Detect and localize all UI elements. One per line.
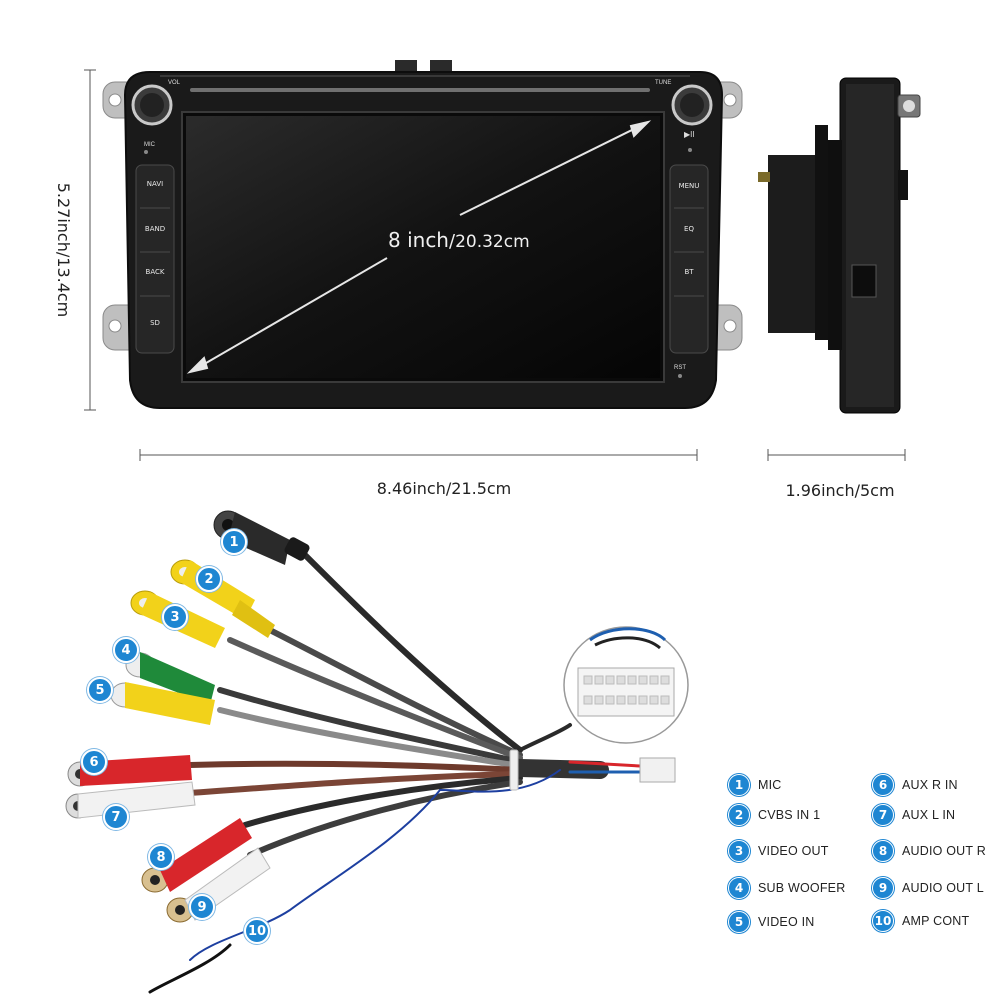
legend-number: 7 [872,804,894,826]
sd-button[interactable]: SD [150,319,160,327]
legend-number: 3 [728,840,750,862]
diagonal-inch: 8 inch [388,228,449,252]
tune-knob[interactable] [671,84,713,126]
callout-1: 1 [221,529,247,555]
legend-label: SUB WOOFER [758,881,846,895]
legend-item: 3 VIDEO OUT [728,839,829,863]
legend-label: AUX L IN [902,808,956,822]
callout-2: 2 [196,566,222,592]
disc-slot [190,88,650,92]
back-button[interactable]: BACK [145,268,165,276]
legend-item: 4 SUB WOOFER [728,876,845,900]
legend-item: 5 VIDEO IN [728,910,814,934]
rca-plug-audio-out-r [141,818,252,893]
mic-label: MIC [144,142,155,148]
harness-wires [148,547,642,994]
head-unit-illustration [84,60,921,461]
legend-label: AMP CONT [902,914,970,928]
legend-label: MIC [758,778,782,792]
legend-label: VIDEO OUT [758,844,829,858]
diagonal-separator: / [449,231,456,252]
cable-tie [509,749,519,791]
legend-number: 1 [728,774,750,796]
height-dimension-label: 5.27inch/13.4cm [54,182,73,318]
legend-number: 2 [728,804,750,826]
callout-6: 6 [81,749,107,775]
legend-number: 8 [872,840,894,862]
screen-diagonal-label: 8 inch/20.32cm [388,228,530,252]
cable-harness-illustration [65,510,689,994]
tune-label: TUNE [655,80,672,86]
bt-button[interactable]: BT [684,268,694,276]
legend-label: VIDEO IN [758,915,815,929]
volume-knob[interactable] [131,84,173,126]
play-pause-label: ▶II [684,130,695,139]
rca-plug-aux-l-in [65,781,196,819]
menu-button[interactable]: MENU [678,182,700,190]
legend-label: CVBS IN 1 [758,808,821,822]
legend-label: AUDIO OUT R [902,844,986,858]
callout-9: 9 [189,894,215,920]
diagonal-cm: 20.32cm [455,232,530,252]
legend-number: 4 [728,877,750,899]
indicator-dot [688,148,692,152]
rst-label: RST [674,365,686,371]
legend-item: 6 AUX R IN [872,773,958,797]
diagonal-arrow [186,120,652,374]
eq-button[interactable]: EQ [684,225,694,233]
height-dimension-line [84,69,96,411]
legend-number: 9 [872,877,894,899]
legend-item: 1 MIC [728,773,782,797]
legend-item: 8 AUDIO OUT R [872,839,986,863]
callout-7: 7 [103,804,129,830]
connector-detail-inset [563,626,689,744]
callout-5: 5 [87,677,113,703]
callout-3: 3 [162,604,188,630]
mic-hole [144,150,148,154]
right-button-strip [669,164,709,354]
legend-label: AUDIO OUT L [902,881,984,895]
depth-dimension-label: 1.96inch/5cm [785,481,895,500]
width-dimension-line [139,449,698,461]
callout-8: 8 [148,844,174,870]
display-screen [186,116,660,378]
legend-item: 2 CVBS IN 1 [728,803,820,827]
legend-number: 6 [872,774,894,796]
legend-item: 10 AMP CONT [872,909,969,933]
head-unit-side-view [758,77,921,414]
left-button-strip [135,164,175,354]
legend-item: 7 AUX L IN [872,803,955,827]
harness-connector [639,757,676,783]
navi-button[interactable]: NAVI [146,180,164,188]
band-button[interactable]: BAND [144,225,166,233]
legend-number: 5 [728,911,750,933]
legend-item: 9 AUDIO OUT L [872,876,984,900]
width-dimension-label: 8.46inch/21.5cm [376,479,512,498]
legend-label: AUX R IN [902,778,958,792]
reset-hole[interactable] [678,374,682,378]
callout-4: 4 [113,637,139,663]
callout-10: 10 [244,918,270,944]
vol-label: VOL [168,80,181,86]
legend-number: 10 [872,910,894,932]
depth-dimension-line [767,449,906,461]
